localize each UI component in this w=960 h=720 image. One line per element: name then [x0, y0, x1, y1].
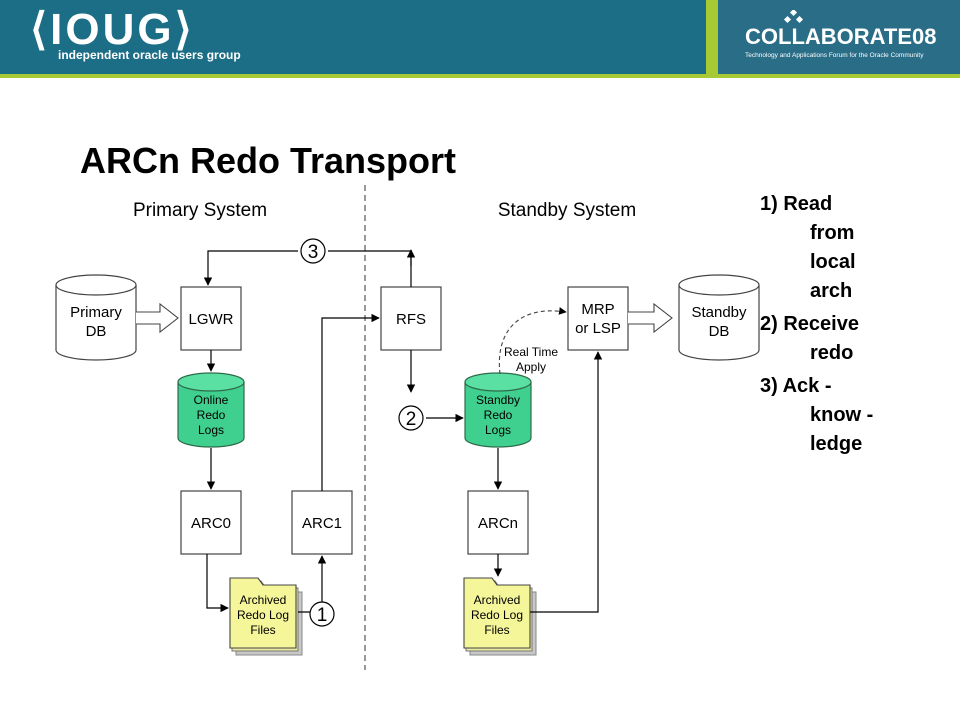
- real-time-apply-arrow: [498, 307, 567, 375]
- rfs-box: [380, 286, 442, 351]
- step-1-line-1: from: [810, 222, 855, 244]
- marker-2-label: 2: [406, 409, 417, 430]
- header-stripe: [706, 0, 718, 74]
- standby-db-label-2: DB: [709, 323, 730, 340]
- steps-list: 1) Read from local arch 2) Receive redo …: [760, 190, 955, 463]
- online-logs-label-2: Redo: [197, 408, 226, 422]
- step-2-title: 2) Receive: [760, 313, 859, 335]
- online-logs-label-1: Online: [194, 393, 229, 407]
- step-3: 3) Ack - know - ledge: [760, 372, 955, 459]
- marker-1-label: 1: [317, 605, 328, 626]
- step-1-line-2: local: [810, 251, 856, 273]
- archived-primary-label-1: Archived: [240, 593, 287, 607]
- step-2-line-1: redo: [810, 342, 854, 364]
- marker-1: 1: [309, 601, 335, 627]
- archived-files-primary: Archived Redo Log Files: [229, 577, 303, 656]
- mrp-to-standby-db-arrow: [628, 302, 673, 334]
- arc1-box: [291, 490, 353, 555]
- marker-3-label: 3: [308, 242, 319, 263]
- arc0-to-archived-arrow: [206, 554, 229, 613]
- arcn-box: [467, 490, 529, 555]
- primary-db-label-1: Primary: [70, 304, 122, 321]
- rfs-label: RFS: [396, 311, 426, 328]
- standby-logs-label-1: Standby: [476, 393, 520, 407]
- arc0-box: [180, 490, 242, 555]
- collaborate-tagline: Technology and Applications Forum for th…: [745, 52, 924, 59]
- step-3-line-2: ledge: [810, 433, 863, 455]
- mrp-label-2: or LSP: [575, 320, 621, 337]
- primary-db-to-lgwr-arrow: [136, 302, 179, 334]
- arc1-to-rfs-arrow: [321, 313, 380, 491]
- primary-db-label-2: DB: [86, 323, 107, 340]
- archived-to-mrp-arrow: [530, 351, 603, 613]
- real-time-apply-label-1: Real Time: [504, 345, 558, 359]
- mrp-label-1: MRP: [581, 301, 614, 318]
- online-redo-logs-cylinder: Online Redo Logs: [177, 372, 245, 448]
- ioug-tagline: independent oracle users group: [58, 48, 241, 62]
- mrp-box: [567, 286, 629, 351]
- standby-logs-label-3: Logs: [485, 423, 511, 437]
- step-1-title: 1) Read: [760, 193, 833, 215]
- real-time-apply-label-2: Apply: [516, 360, 546, 374]
- standby-system-label: Standby System: [498, 200, 636, 221]
- step-1-line-3: arch: [810, 280, 853, 302]
- online-logs-label-3: Logs: [198, 423, 224, 437]
- arc0-label: ARC0: [191, 515, 231, 532]
- step-3-line-1: know -: [810, 404, 874, 426]
- archived-primary-label-3: Files: [250, 623, 275, 637]
- archived-standby-label-3: Files: [484, 623, 509, 637]
- slide-header: ⟨IOUG⟩ independent oracle users group CO…: [0, 0, 960, 78]
- ioug-logo: ⟨IOUG⟩: [30, 5, 195, 54]
- header-left-band: [0, 0, 706, 74]
- archived-primary-label-2: Redo Log: [237, 608, 289, 622]
- rfs-ack-line: [328, 250, 412, 287]
- collaborate-logo-icon: [783, 10, 804, 24]
- standby-db-label-1: Standby: [691, 304, 747, 321]
- primary-db-cylinder: Primary DB: [55, 274, 137, 361]
- ack-to-lgwr-arrow: [203, 250, 298, 286]
- marker-2: 2: [398, 405, 424, 431]
- slide-title: ARCn Redo Transport: [80, 140, 457, 181]
- archived-files-standby: Archived Redo Log Files: [463, 577, 537, 656]
- lgwr-box: [180, 286, 242, 351]
- header-bottom-stripe: [0, 74, 960, 78]
- archived-standby-label-2: Redo Log: [471, 608, 523, 622]
- standby-redo-logs-cylinder: Standby Redo Logs: [464, 372, 532, 448]
- lgwr-label: LGWR: [189, 311, 234, 328]
- step-3-title: 3) Ack -: [760, 375, 832, 397]
- standby-logs-label-2: Redo: [484, 408, 513, 422]
- arc1-label: ARC1: [302, 515, 342, 532]
- collaborate-logo: COLLABORATE08: [745, 24, 937, 49]
- step-2: 2) Receive redo: [760, 310, 955, 368]
- archived-standby-label-1: Archived: [474, 593, 521, 607]
- marker-3: 3: [300, 238, 326, 264]
- step-1: 1) Read from local arch: [760, 190, 955, 306]
- header-right-band: [718, 0, 960, 74]
- arcn-label: ARCn: [478, 515, 518, 532]
- primary-system-label: Primary System: [133, 200, 267, 221]
- standby-db-cylinder: Standby DB: [678, 274, 760, 361]
